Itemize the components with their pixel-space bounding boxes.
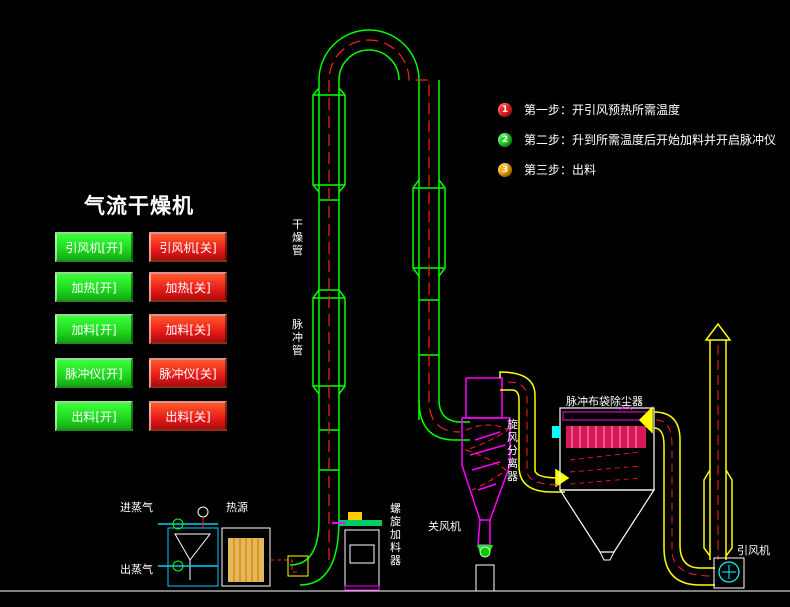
pulse-off-button[interactable]: 脉冲仪[关] [149,358,227,388]
duct-to-induced-fan [638,406,715,586]
cyclone-helix [464,424,509,491]
step-1-badge: 1 [498,102,512,117]
step-1-text: 第一步：开引风预热所需温度 [524,103,681,117]
step-3: 3 第三步：出料 [498,161,596,178]
step-3-text: 第三步：出料 [524,163,597,177]
cyclone-label: 旋风分离器 [507,418,518,483]
duct-centerline [507,381,561,486]
discharge-off-button[interactable]: 出料[关] [149,401,227,431]
fan-off-button[interactable]: 引风机[关] [149,232,227,262]
pulse-on-button[interactable]: 脉冲仪[开] [55,358,133,388]
feed-on-button[interactable]: 加料[开] [55,314,133,344]
heat-source-label: 热源 [226,501,248,514]
page-title: 气流干燥机 [84,194,194,218]
bag-filter-label: 脉冲布袋除尘器 [566,395,643,408]
step-3-badge: 3 [498,162,512,177]
induced-fan-label: 引风机 [737,544,770,557]
step-2-badge: 2 [498,132,512,147]
drying-tube [289,29,470,586]
drying-tube-label: 干燥管 [292,218,303,257]
induced-fan [713,557,745,589]
screw-feeder [332,512,382,591]
screw-feeder-label: 螺旋加料器 [390,502,401,567]
step-2-text: 第二步：升到所需温度后开始加料并开启脉冲仪 [524,133,777,147]
chimney [703,322,733,560]
discharge-on-button[interactable]: 出料[开] [55,401,133,431]
heat-on-button[interactable]: 加热[开] [55,272,133,302]
closing-fan [475,545,495,592]
exhaust-duct-centerline [655,419,713,577]
step-2: 2 第二步：升到所需温度后开始加料并开启脉冲仪 [498,131,776,148]
steam-in-label: 进蒸气 [120,501,153,514]
bag-filter [552,403,656,561]
drying-tube-centerline [328,39,461,560]
closing-fan-label: 关风机 [428,520,461,533]
pulse-tube-label: 脉冲管 [292,318,303,357]
steam-out-label: 出蒸气 [120,563,153,576]
fan-on-button[interactable]: 引风机[开] [55,232,133,262]
steam-heat-exchanger [158,506,219,587]
duct-to-bag-filter [499,371,570,493]
heat-source-unit [221,527,309,587]
feed-off-button[interactable]: 加料[关] [149,314,227,344]
cyclone-separator [461,377,511,546]
heat-off-button[interactable]: 加热[关] [149,272,227,302]
step-1: 1 第一步：开引风预热所需温度 [498,101,680,118]
